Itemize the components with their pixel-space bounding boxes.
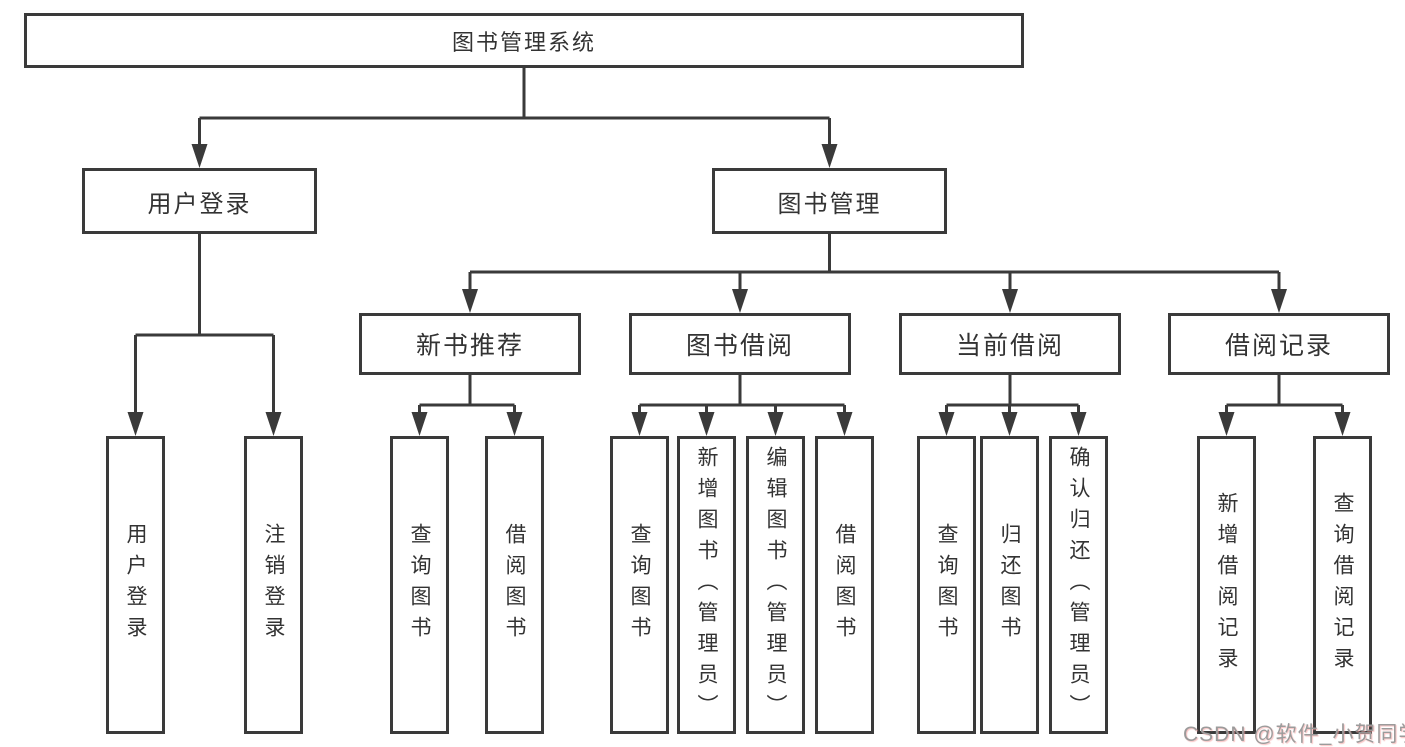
arrowhead-icon	[1002, 412, 1018, 436]
leaf-current-confirm-return-admin: 确认归还（管理员）	[1049, 436, 1108, 734]
node-label: 用户登录	[125, 523, 146, 647]
node-new-book-recommend: 新书推荐	[359, 313, 581, 375]
leaf-current-return-book: 归还图书	[980, 436, 1039, 734]
connector-records-to-leaves	[1227, 375, 1343, 414]
leaf-records-add-record: 新增借阅记录	[1197, 436, 1256, 734]
leaf-records-query-record: 查询借阅记录	[1313, 436, 1372, 734]
node-label: 借阅图书	[834, 523, 855, 647]
node-label: 查询图书	[936, 523, 957, 647]
arrowhead-icon	[128, 412, 144, 436]
csdn-watermark: CSDN @软件_小贺同学	[1183, 718, 1405, 747]
arrowhead-icon	[699, 412, 715, 436]
arrowhead-icon	[1219, 412, 1235, 436]
connector-bookmgmt-to-level3	[470, 234, 1279, 291]
node-label: 注销登录	[263, 523, 284, 647]
arrowhead-icon	[412, 412, 428, 436]
arrowhead-icon	[1271, 289, 1287, 313]
leaf-user-login: 用户登录	[106, 436, 165, 734]
arrowhead-icon	[768, 412, 784, 436]
node-label: 图书管理	[778, 184, 882, 219]
arrowhead-icon	[192, 144, 208, 168]
connector-newbook-to-leaves	[420, 375, 515, 414]
connector-borrow-to-leaves	[640, 375, 845, 414]
node-label: 查询图书	[409, 523, 430, 647]
arrowhead-icon	[732, 289, 748, 313]
node-label: 编辑图书（管理员）	[765, 446, 786, 725]
arrowhead-icon	[837, 412, 853, 436]
arrowhead-icon	[1071, 412, 1087, 436]
node-library-management-system: 图书管理系统	[24, 13, 1024, 68]
node-label: 新增借阅记录	[1216, 492, 1237, 678]
connector-current-to-leaves	[947, 375, 1079, 414]
node-label: 归还图书	[999, 523, 1020, 647]
arrowhead-icon	[266, 412, 282, 436]
node-book-borrow: 图书借阅	[629, 313, 851, 375]
arrowhead-icon	[939, 412, 955, 436]
arrowhead-icon	[632, 412, 648, 436]
node-borrow-records: 借阅记录	[1168, 313, 1390, 375]
leaf-borrow-query-book: 查询图书	[610, 436, 669, 734]
node-label: 确认归还（管理员）	[1068, 446, 1089, 725]
node-label: 借阅记录	[1225, 326, 1333, 362]
node-label: 新书推荐	[416, 326, 524, 362]
arrowhead-icon	[1335, 412, 1351, 436]
node-label: 借阅图书	[504, 523, 525, 647]
arrowhead-icon	[462, 289, 478, 313]
arrowhead-icon	[507, 412, 523, 436]
node-label: 查询借阅记录	[1332, 492, 1353, 678]
arrowhead-icon	[1002, 289, 1018, 313]
node-label: 当前借阅	[956, 326, 1064, 362]
leaf-borrow-borrow-book: 借阅图书	[815, 436, 874, 734]
leaf-borrow-add-book-admin: 新增图书（管理员）	[677, 436, 736, 734]
node-label: 用户登录	[148, 184, 252, 219]
connector-root-to-level2	[200, 68, 830, 146]
node-label: 查询图书	[629, 523, 650, 647]
node-label: 图书管理系统	[452, 25, 596, 57]
node-label: 图书借阅	[686, 326, 794, 362]
connector-userlogin-to-leaves	[136, 234, 274, 414]
node-book-management: 图书管理	[712, 168, 947, 234]
node-current-borrow: 当前借阅	[899, 313, 1121, 375]
node-label: 新增图书（管理员）	[696, 446, 717, 725]
leaf-current-query-book: 查询图书	[917, 436, 976, 734]
arrowhead-icon	[822, 144, 838, 168]
leaf-borrow-edit-book-admin: 编辑图书（管理员）	[746, 436, 805, 734]
leaf-recommend-query-book: 查询图书	[390, 436, 449, 734]
leaf-logout: 注销登录	[244, 436, 303, 734]
node-user-login: 用户登录	[82, 168, 317, 234]
leaf-recommend-borrow-book: 借阅图书	[485, 436, 544, 734]
